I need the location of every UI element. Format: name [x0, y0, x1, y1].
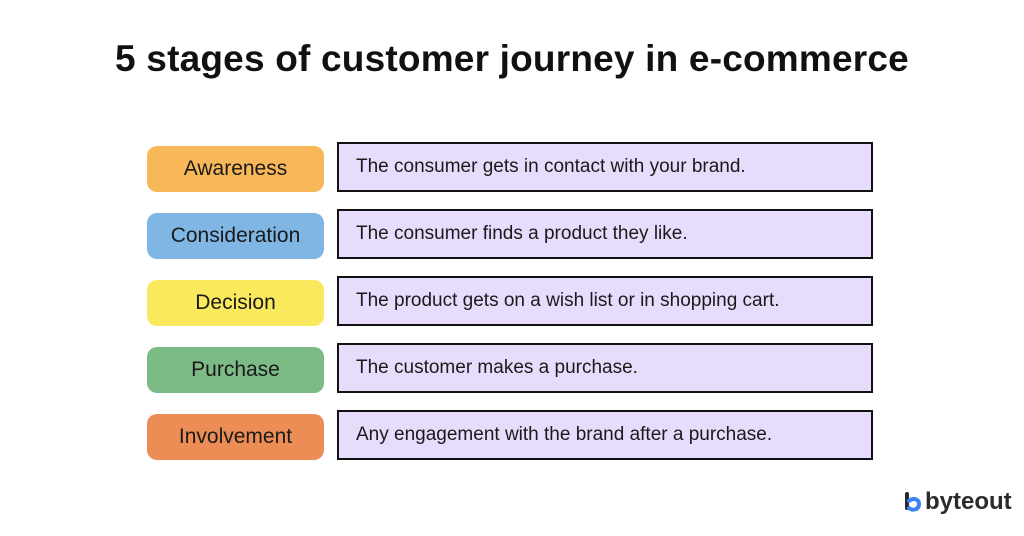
stage-row-decision: Decision The product gets on a wish list…	[0, 276, 1024, 328]
stage-description-consideration: The consumer finds a product they like.	[337, 209, 873, 259]
stage-row-involvement: Involvement Any engagement with the bran…	[0, 410, 1024, 462]
stage-label-involvement: Involvement	[147, 414, 324, 460]
stage-description-awareness: The consumer gets in contact with your b…	[337, 142, 873, 192]
stage-label-purchase: Purchase	[147, 347, 324, 393]
stage-label-decision: Decision	[147, 280, 324, 326]
stage-label-awareness: Awareness	[147, 146, 324, 192]
logo-text: byteout	[925, 488, 1012, 515]
stage-description-involvement: Any engagement with the brand after a pu…	[337, 410, 873, 460]
stage-description-purchase: The customer makes a purchase.	[337, 343, 873, 393]
logo-mark-icon	[905, 492, 922, 512]
stage-row-consideration: Consideration The consumer finds a produ…	[0, 209, 1024, 261]
stage-row-awareness: Awareness The consumer gets in contact w…	[0, 142, 1024, 194]
stage-label-consideration: Consideration	[147, 213, 324, 259]
stage-description-decision: The product gets on a wish list or in sh…	[337, 276, 873, 326]
page-title: 5 stages of customer journey in e-commer…	[115, 38, 909, 79]
stage-row-purchase: Purchase The customer makes a purchase.	[0, 343, 1024, 395]
brand-logo: byteout	[903, 488, 1012, 516]
